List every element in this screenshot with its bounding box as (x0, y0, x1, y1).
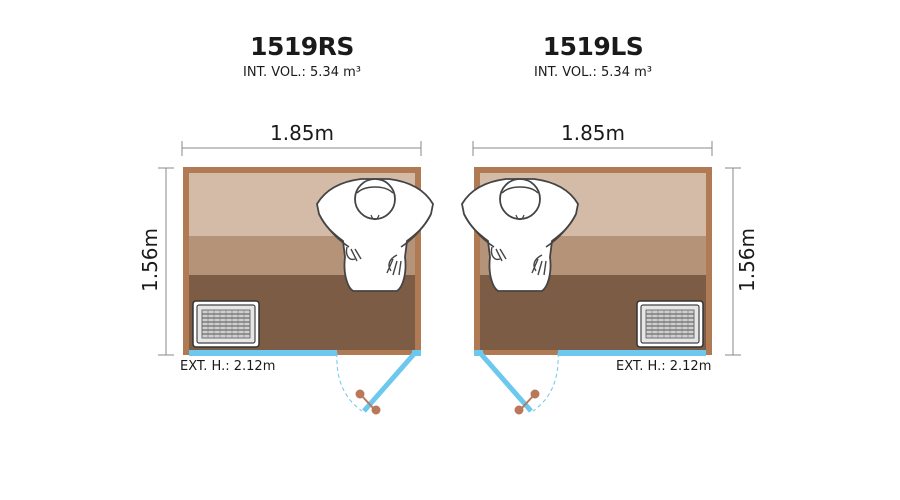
model-title-rs: 1519RS (250, 32, 354, 61)
width-dimension-rs (181, 141, 422, 156)
glass-post-rs (412, 350, 421, 356)
floorplan-ls (461, 141, 741, 415)
width-dimension-ls (472, 141, 713, 156)
door-ls (479, 352, 533, 413)
door-swing-ls (532, 352, 559, 412)
ext-height-ls: EXT. H.: 2.12m (616, 359, 712, 374)
door-handle-icon (514, 389, 540, 415)
glass-front-ls (558, 350, 706, 356)
volume-ls: INT. VOL.: 5.34 m³ (534, 65, 652, 80)
width-label-rs: 1.85m (269, 121, 334, 145)
door-rs (362, 352, 416, 413)
door-swing-rs (336, 352, 363, 412)
ext-height-rs: EXT. H.: 2.12m (180, 359, 276, 374)
floorplan-rs (158, 141, 434, 415)
heater-icon (192, 300, 260, 348)
depth-dimension-rs (158, 167, 174, 356)
heater-icon (636, 300, 704, 348)
model-title-ls: 1519LS (542, 32, 644, 61)
glass-front-rs (189, 350, 337, 356)
width-label-ls: 1.85m (560, 121, 625, 145)
depth-dimension-ls (725, 167, 741, 356)
door-handle-icon (355, 389, 381, 415)
glass-post-ls (474, 350, 483, 356)
volume-rs: INT. VOL.: 5.34 m³ (243, 65, 361, 80)
